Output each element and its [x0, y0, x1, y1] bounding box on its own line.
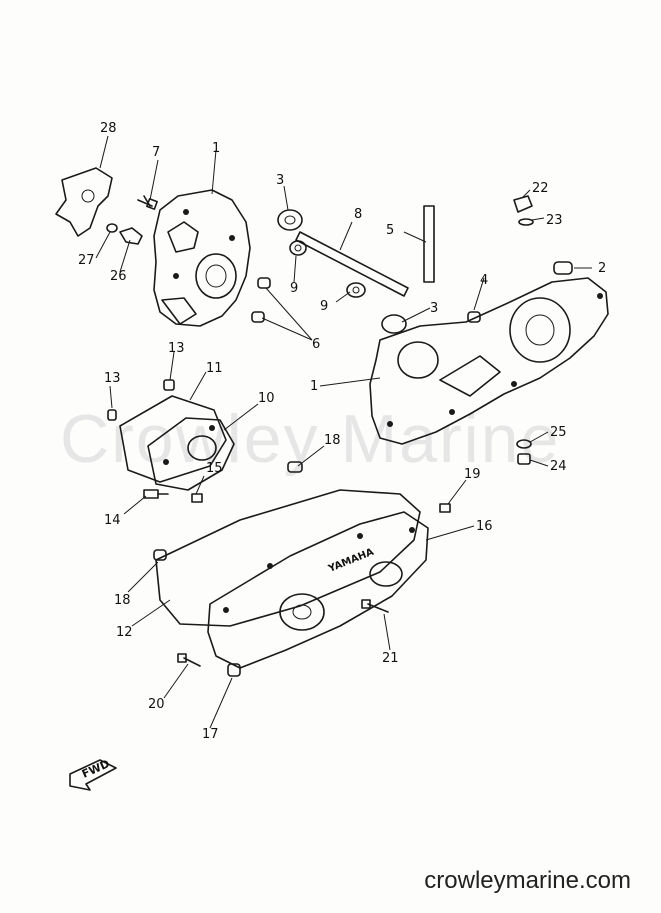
callout-5: 5	[386, 223, 394, 238]
callout-18-top: 18	[324, 433, 341, 448]
callout-1-right: 1	[310, 379, 318, 394]
callout-10: 10	[258, 391, 275, 406]
callout-25: 25	[550, 425, 567, 440]
callout-28: 28	[100, 121, 117, 136]
part-17-dowel	[227, 663, 241, 677]
part-24-drain-bolt	[517, 453, 531, 465]
callout-17: 17	[202, 727, 219, 742]
callout-labels: 28 7 1 3 8 22 23 5 2 27 26 9 9 4 3 6 1 1…	[78, 121, 606, 742]
callout-23: 23	[546, 213, 563, 228]
part-19-bolt	[439, 503, 451, 513]
brand-label: YAMAHA	[326, 547, 376, 576]
callout-19: 19	[464, 467, 481, 482]
part-13-pin-b	[163, 379, 175, 391]
callout-22: 22	[532, 181, 549, 196]
part-12-gasket	[155, 489, 421, 627]
part-5-pin	[423, 205, 435, 283]
part-14-bolt	[143, 489, 169, 499]
leader-lines	[95, 135, 592, 729]
fwd-label: FWD	[80, 757, 112, 781]
callout-21: 21	[382, 651, 399, 666]
part-15-bolt	[191, 493, 203, 503]
fwd-arrow-icon: FWD	[69, 757, 117, 791]
callout-9-b: 9	[320, 299, 328, 314]
part-6-dowels	[251, 277, 271, 323]
part-3-bearing-top	[277, 209, 303, 231]
part-23-oring	[518, 218, 534, 226]
part-21-bolt	[361, 599, 389, 613]
callout-27: 27	[78, 253, 95, 268]
callout-16: 16	[476, 519, 493, 534]
part-3-bearing-lower	[381, 314, 407, 334]
part-25-washer	[516, 439, 532, 449]
callout-13-top: 13	[168, 341, 185, 356]
part-11-gasket	[119, 395, 227, 483]
callout-1-left: 1	[212, 141, 220, 156]
callout-12: 12	[116, 625, 133, 640]
part-28-gasket	[55, 167, 113, 237]
callout-18-lower: 18	[114, 593, 131, 608]
part-20-bolt	[177, 653, 201, 667]
part-16-cover: YAMAHA	[207, 511, 429, 669]
watermark: Crowley Marine	[60, 401, 561, 477]
part-10-cover	[147, 417, 235, 491]
part-4-dowel	[467, 311, 481, 323]
callout-2: 2	[598, 261, 606, 276]
part-2-plug	[553, 261, 573, 275]
part-27-26-clip	[106, 223, 143, 245]
part-9-seal-b	[346, 282, 366, 298]
part-22-cap	[513, 195, 533, 213]
callout-6: 6	[312, 337, 320, 352]
callout-15: 15	[206, 461, 223, 476]
callout-4: 4	[480, 273, 488, 288]
part-1-right-crankcase	[369, 277, 609, 445]
callout-26: 26	[110, 269, 127, 284]
part-1-left-crankcase	[153, 189, 251, 327]
footer-site-url: crowleymarine.com	[424, 867, 631, 894]
callout-20: 20	[148, 697, 165, 712]
callout-11: 11	[206, 361, 223, 376]
callout-24: 24	[550, 459, 567, 474]
part-13-pin	[107, 409, 117, 421]
callout-8: 8	[354, 207, 362, 222]
callout-3-top: 3	[276, 173, 284, 188]
part-18-dowel-lower	[153, 549, 167, 561]
callout-3-lower: 3	[430, 301, 438, 316]
part-7-bolt	[137, 195, 158, 210]
callout-14: 14	[104, 513, 121, 528]
callout-7: 7	[152, 145, 160, 160]
part-8-shaft	[295, 231, 409, 297]
callout-13-left: 13	[104, 371, 121, 386]
callout-9-a: 9	[290, 281, 298, 296]
part-18-dowel-top	[287, 461, 303, 473]
